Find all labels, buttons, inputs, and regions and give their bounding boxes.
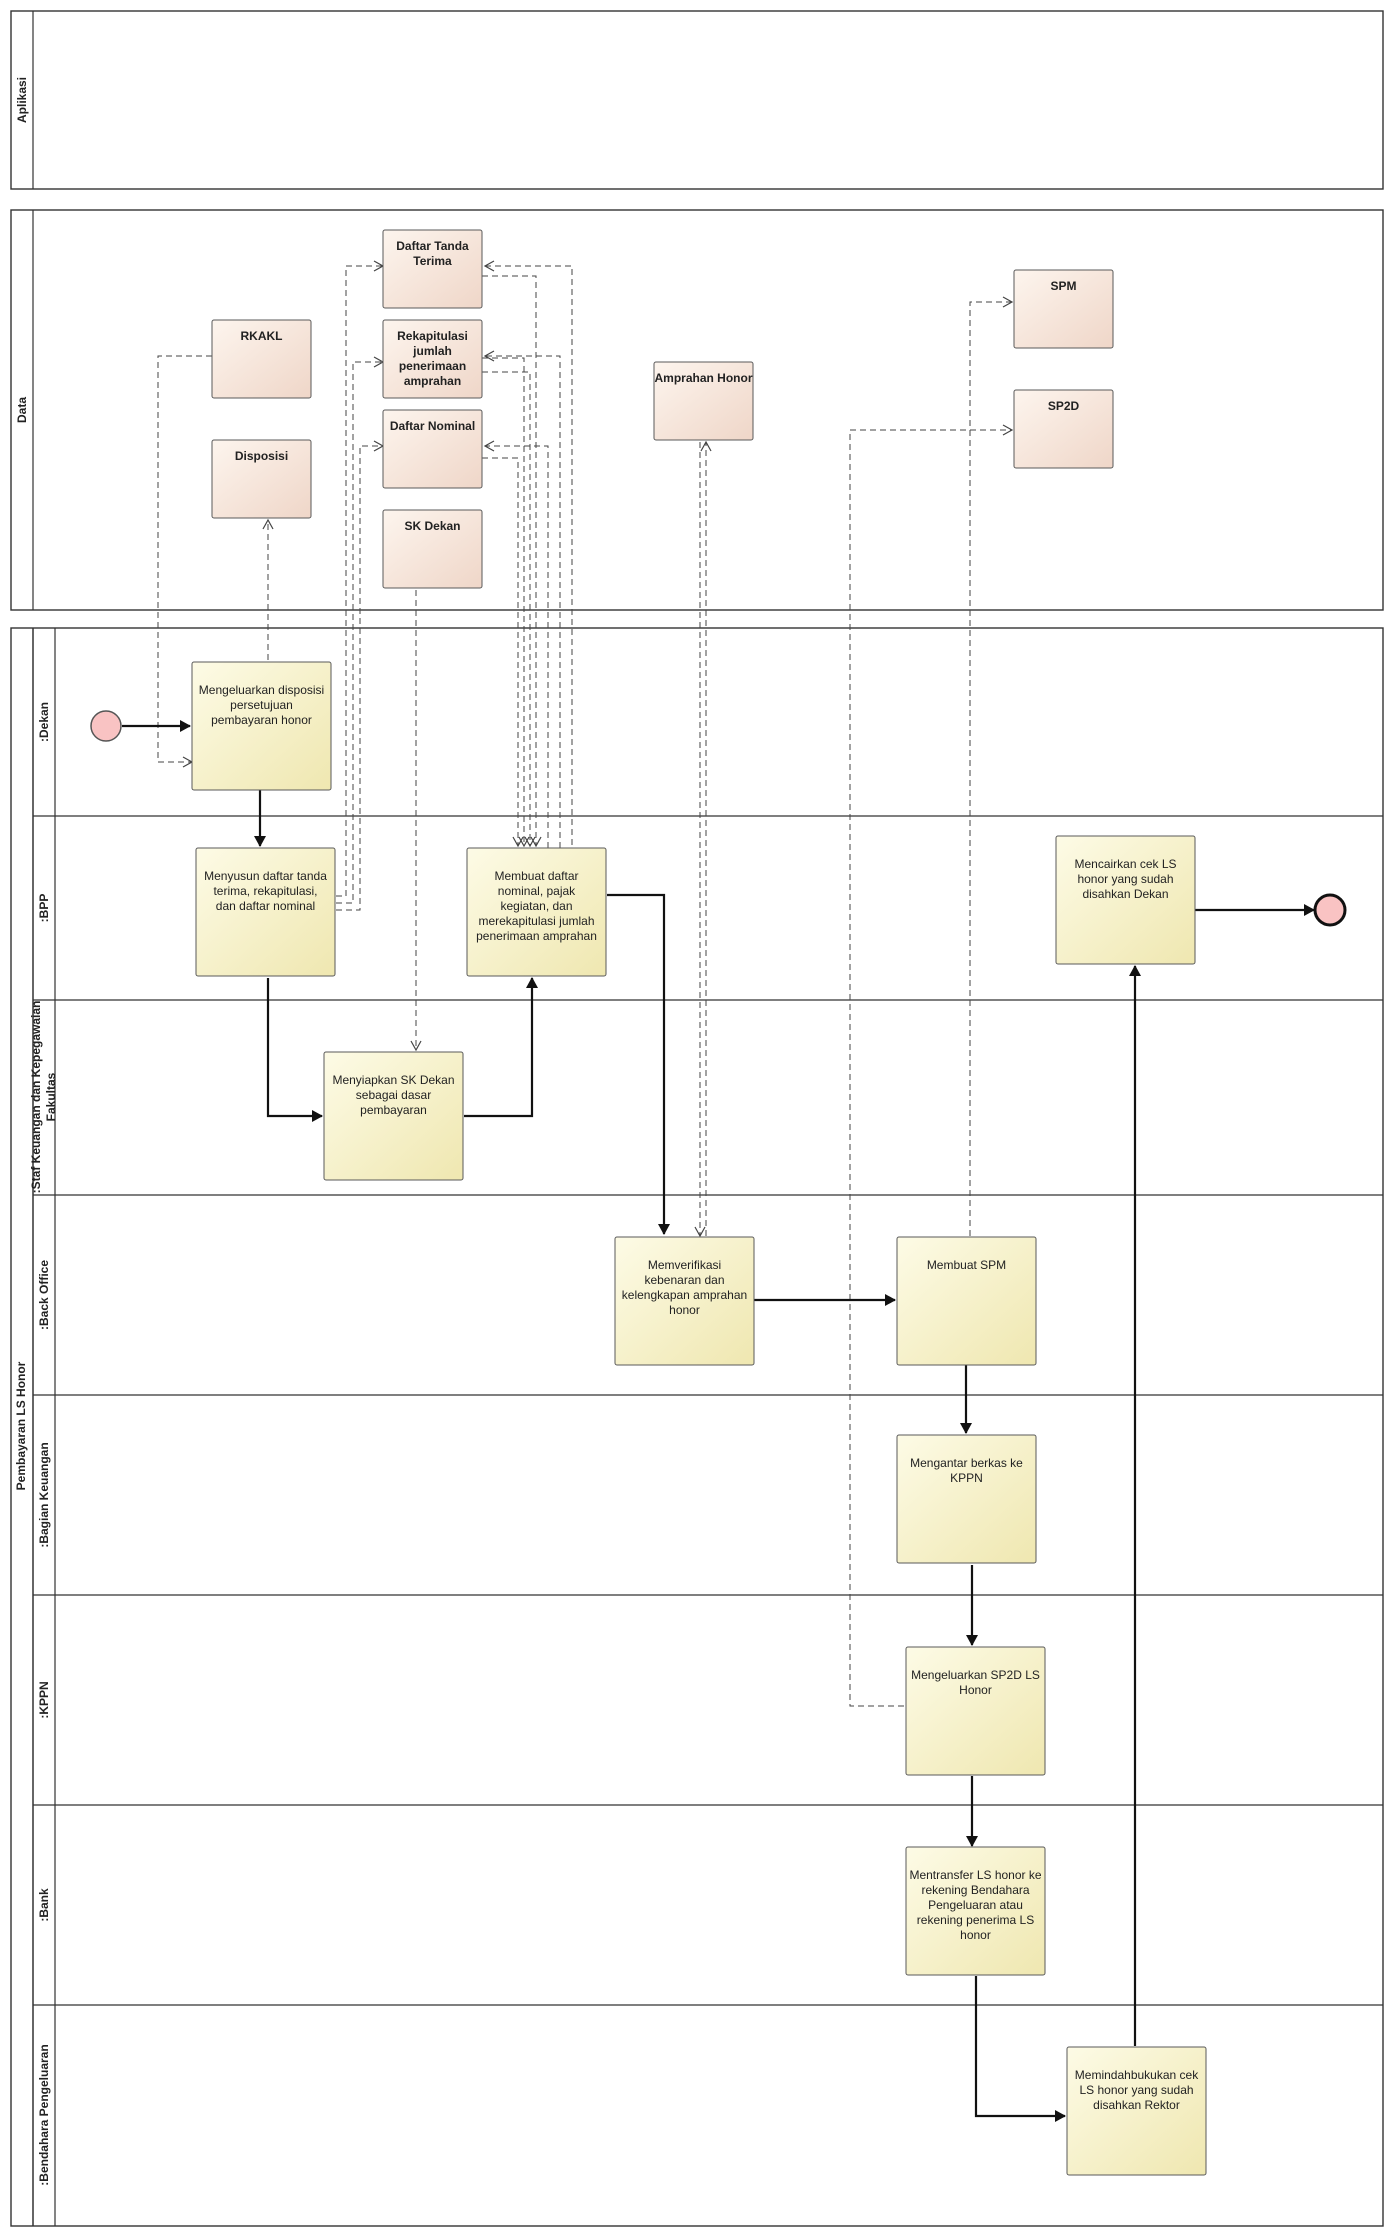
lane-bagian-keuangan-label: :Bagian Keuangan: [37, 1442, 51, 1547]
data-object-sk-dekan-label: SK Dekan: [404, 519, 460, 533]
data-object-sk-dekan: SK Dekan: [382, 509, 483, 589]
data-object-rkakl: RKAKL: [211, 319, 312, 399]
pool-aplikasi: Aplikasi: [10, 10, 1384, 190]
data-object-spm: SPM: [1013, 269, 1114, 349]
data-object-disposisi-label: Disposisi: [235, 449, 288, 463]
lane-bendahara-label: :Bendahara Pengeluaran: [37, 2044, 51, 2185]
data-object-disposisi: Disposisi: [211, 439, 312, 519]
data-object-daftar-nominal: Daftar Nominal: [382, 409, 483, 489]
data-object-spm-label: SPM: [1050, 279, 1076, 293]
lane-back-office-label: :Back Office: [37, 1260, 51, 1330]
data-object-daftar-nominal-label: Daftar Nominal: [390, 419, 475, 433]
data-associations: [157, 260, 1014, 1707]
data-object-amprahan-honor: Amprahan Honor: [653, 361, 754, 441]
lane-bank-label: :Bank: [37, 1888, 51, 1922]
lane-staf-label: :Staf Keuangan dan KepegawaianFakultas: [29, 1001, 58, 1194]
data-object-sp2d-label: SP2D: [1048, 399, 1080, 413]
data-object-amprahan-honor-label: Amprahan Honor: [654, 371, 752, 385]
pool-process-label: Pembayaran LS Honor: [14, 1361, 28, 1490]
lane-kppn-label: :KPPN: [37, 1681, 51, 1718]
data-object-sp2d: SP2D: [1013, 389, 1114, 469]
sequence-flows: [122, 720, 1315, 2122]
lane-dekan-label: :Dekan: [37, 702, 51, 742]
data-object-rkakl-label: RKAKL: [241, 329, 283, 343]
start-event: [90, 710, 122, 742]
lane-bpp-label: :BPP: [37, 894, 51, 923]
task-bo-spm-label: Membuat SPM: [927, 1258, 1006, 1272]
end-event: [1313, 893, 1347, 927]
pool-data-label: Data: [15, 397, 29, 423]
pool-aplikasi-label: Aplikasi: [15, 77, 29, 123]
task-bo-spm: Membuat SPM: [896, 1236, 1037, 1366]
